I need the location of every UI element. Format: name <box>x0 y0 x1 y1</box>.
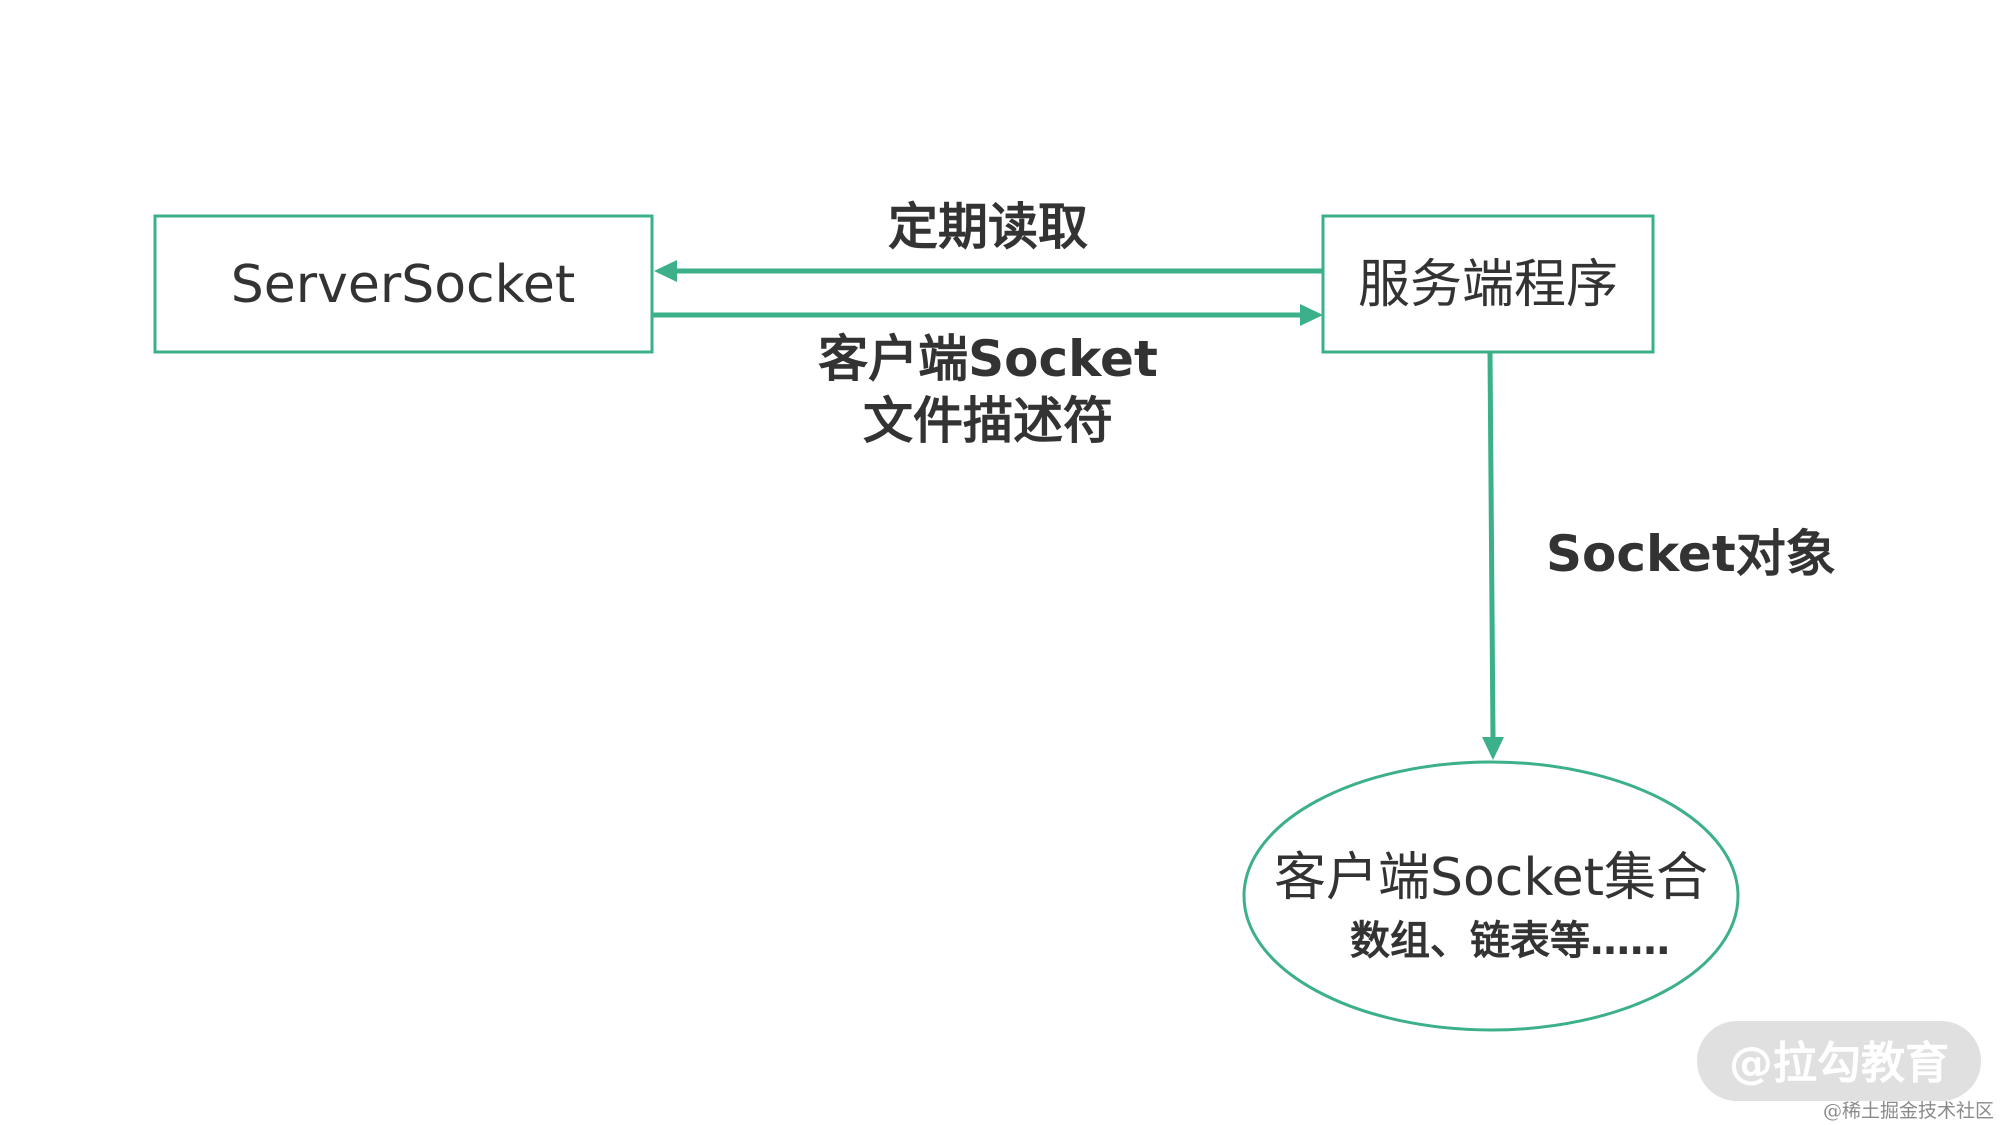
server-program-node: 服务端程序 <box>1321 214 1655 354</box>
server-socket-label: ServerSocket <box>231 255 576 315</box>
periodic-read-arrowhead <box>654 260 677 282</box>
client-socket-set-title: 客户端Socket集合 <box>1274 848 1708 908</box>
socket-object-arrow <box>1482 351 1504 760</box>
server-socket-box <box>153 214 654 354</box>
server-program-box <box>1321 214 1655 354</box>
watermark-credit: @稀土掘金技术社区 <box>1823 1100 1994 1122</box>
client-socket-set-ellipse <box>1242 760 1740 1032</box>
client-fd-arrowhead <box>1300 304 1323 326</box>
periodic-read-label: 定期读取 <box>888 198 1088 256</box>
watermark-brand: @拉勾教育 <box>1729 1038 1949 1089</box>
client-socket-set-node: 客户端Socket集合 数组、链表等…… <box>1242 760 1740 1032</box>
socket-object-line <box>1487 351 1496 739</box>
server-program-label: 服务端程序 <box>1358 255 1618 315</box>
client-fd-arrow <box>652 304 1323 326</box>
periodic-read-arrow <box>654 260 1323 282</box>
server-socket-node: ServerSocket <box>153 214 654 354</box>
client-fd-label-line2: 文件描述符 <box>863 392 1113 450</box>
client-fd-label-line1: 客户端Socket <box>818 330 1158 388</box>
socket-object-arrowhead <box>1482 737 1504 760</box>
watermark: @拉勾教育 @稀土掘金技术社区 <box>1697 1021 1994 1122</box>
watermark-badge <box>1697 1021 1981 1101</box>
client-socket-set-subtitle: 数组、链表等…… <box>1350 918 1670 964</box>
socket-object-label: Socket对象 <box>1546 525 1836 583</box>
